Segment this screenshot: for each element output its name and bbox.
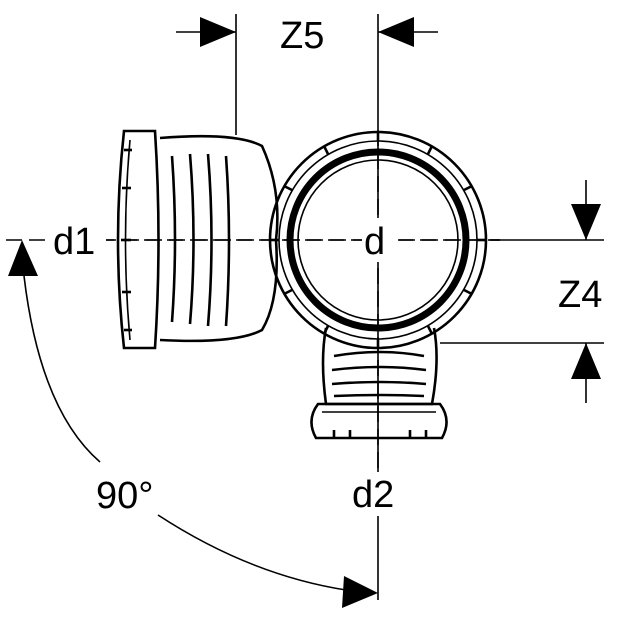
z5-left-arrow [200,17,236,47]
z4-label: Z4 [558,274,602,316]
d-label: d [364,221,385,263]
bottom-socket [310,327,448,440]
angle-label: 90° [96,475,153,517]
angle-arc [8,240,378,608]
d2-label: d2 [352,474,394,516]
d1-label: d1 [53,221,95,263]
angle-top-arrow [8,240,38,276]
z5-right-arrow [378,17,414,47]
z4-top-arrow [571,204,601,240]
angle-bottom-arrow [342,576,378,608]
z4-dimension [440,180,604,403]
z4-bottom-arrow [571,343,601,379]
z5-label: Z5 [280,15,324,57]
